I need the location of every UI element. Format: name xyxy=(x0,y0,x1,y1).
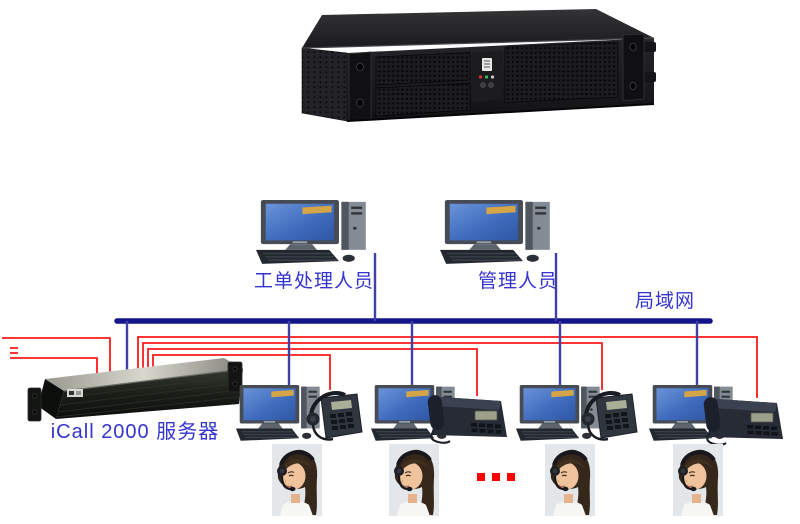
phone-lines xyxy=(137,336,758,398)
workstation-1-computer xyxy=(235,384,321,442)
workstation-4-desk-phone xyxy=(701,395,785,446)
upper-computer-manager xyxy=(439,199,551,265)
chassis-rack-ear-left xyxy=(348,51,372,122)
upper-computer-workorder xyxy=(255,199,367,265)
operator-photo-1 xyxy=(270,442,324,518)
chassis-grille-left-bottom xyxy=(375,83,471,117)
label-manager-staff: 管理人员 xyxy=(477,271,558,292)
server-rack-ear-left xyxy=(27,387,42,422)
rack-chassis-photo xyxy=(301,9,656,122)
server-rack-ear-right xyxy=(227,361,243,393)
chassis-front-panel xyxy=(472,51,503,102)
external-trunk-lines xyxy=(2,337,111,374)
chassis-rack-ear-right xyxy=(622,33,656,102)
chassis-grille-left-top xyxy=(375,52,471,86)
icall-server-photo xyxy=(27,358,244,422)
server-front-badge xyxy=(67,389,83,397)
ellipsis-dot xyxy=(477,473,485,481)
label-workorder-staff: 工单处理人员 xyxy=(253,271,374,292)
label-icall-server: iCall 2000 服务器 xyxy=(50,421,220,443)
operator-photo-2 xyxy=(387,442,441,518)
ellipsis-dot xyxy=(492,473,500,481)
operator-photo-4 xyxy=(671,442,725,518)
ellipsis-dot xyxy=(507,473,515,481)
chassis-grille-right xyxy=(504,41,619,103)
label-lan: 局域网 xyxy=(634,291,695,312)
operator-photo-3 xyxy=(543,442,597,518)
computer-drop-lines xyxy=(125,253,699,391)
